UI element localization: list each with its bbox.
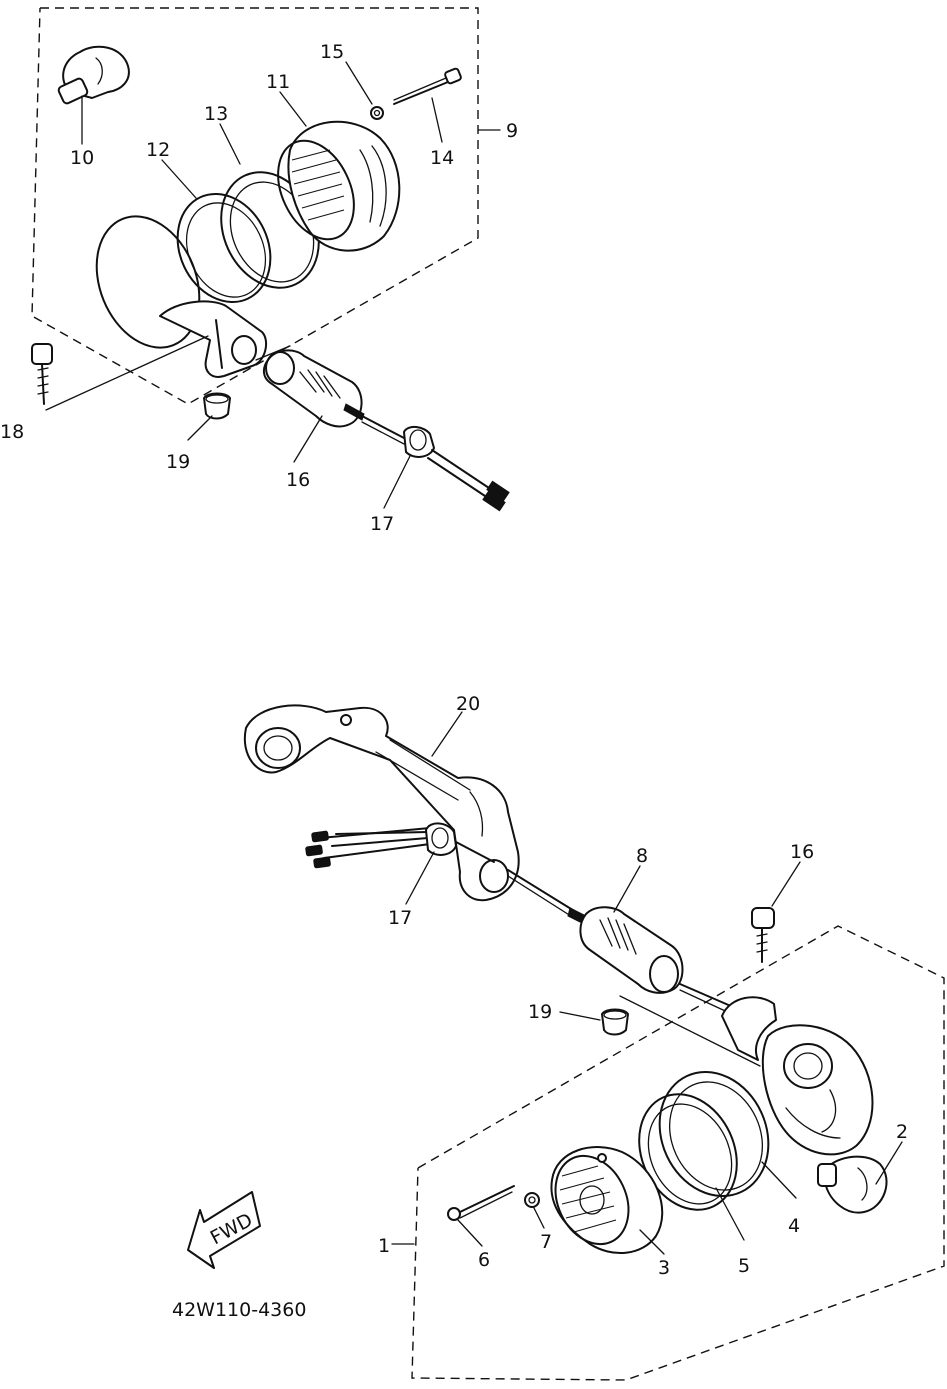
housing-part-11: [277, 120, 401, 252]
socket-part-16-top: [262, 349, 365, 428]
callout-labels: 10 12 13 11 15 14 9 18 19 16 17 20 17 8 …: [0, 41, 908, 1321]
callout-7: 7: [540, 1231, 552, 1253]
callout-12: 12: [146, 139, 170, 161]
callout-14: 14: [430, 147, 454, 169]
callout-19-top: 19: [166, 451, 190, 473]
callout-20: 20: [456, 693, 480, 715]
grommet-part-19-top: [203, 392, 231, 420]
stay-bracket-part-20: [243, 704, 520, 902]
grommet-part-19-bottom: [601, 1008, 629, 1036]
callout-2: 2: [896, 1121, 908, 1143]
lamp-body-bottom: [619, 995, 874, 1156]
callout-5: 5: [738, 1255, 750, 1277]
nut-part-15: [370, 106, 384, 120]
forward-arrow-icon: FWD: [187, 1191, 261, 1269]
nut-part-7: [524, 1192, 540, 1208]
wire-harness-top: [361, 415, 510, 512]
callout-11: 11: [266, 71, 290, 93]
screw-part-14: [393, 67, 462, 105]
rim-part-4: [658, 1070, 770, 1198]
callout-9: 9: [506, 120, 518, 142]
callout-18-top: 18: [0, 421, 24, 443]
lens-part-12: [95, 215, 201, 349]
callout-4: 4: [788, 1215, 800, 1237]
bulb-part-10: [57, 45, 130, 105]
callout-17-bottom: 17: [388, 907, 412, 929]
bottom-assembly-outline: [411, 925, 945, 1381]
lens-part-3: [550, 1146, 664, 1255]
callout-13: 13: [204, 103, 228, 125]
bulb-part-2: [817, 1155, 888, 1214]
bolt-part-16-bottom: [751, 907, 775, 963]
drawing-number: 42W110-4360: [172, 1299, 306, 1321]
callout-6: 6: [478, 1249, 490, 1271]
top-assembly-outline: [31, 7, 479, 405]
mount-bracket-top: [159, 300, 291, 378]
callout-19-bottom: 19: [528, 1001, 552, 1023]
leader-lines-bottom: [391, 711, 903, 1255]
callout-16-bottom: 16: [790, 841, 814, 863]
ring-part-12: [176, 192, 272, 304]
callout-17-top: 17: [370, 513, 394, 535]
bolt-part-18-top: [31, 343, 53, 405]
callout-1: 1: [378, 1235, 390, 1257]
screw-part-6: [447, 1185, 515, 1221]
callout-10: 10: [70, 147, 94, 169]
callout-8: 8: [636, 845, 648, 867]
wire-harness-bottom: [305, 822, 577, 919]
callout-16-top: 16: [286, 469, 310, 491]
callout-15: 15: [320, 41, 344, 63]
callout-3: 3: [658, 1257, 670, 1279]
socket-part-8: [567, 906, 741, 1017]
leader-lines-top: [45, 61, 501, 509]
